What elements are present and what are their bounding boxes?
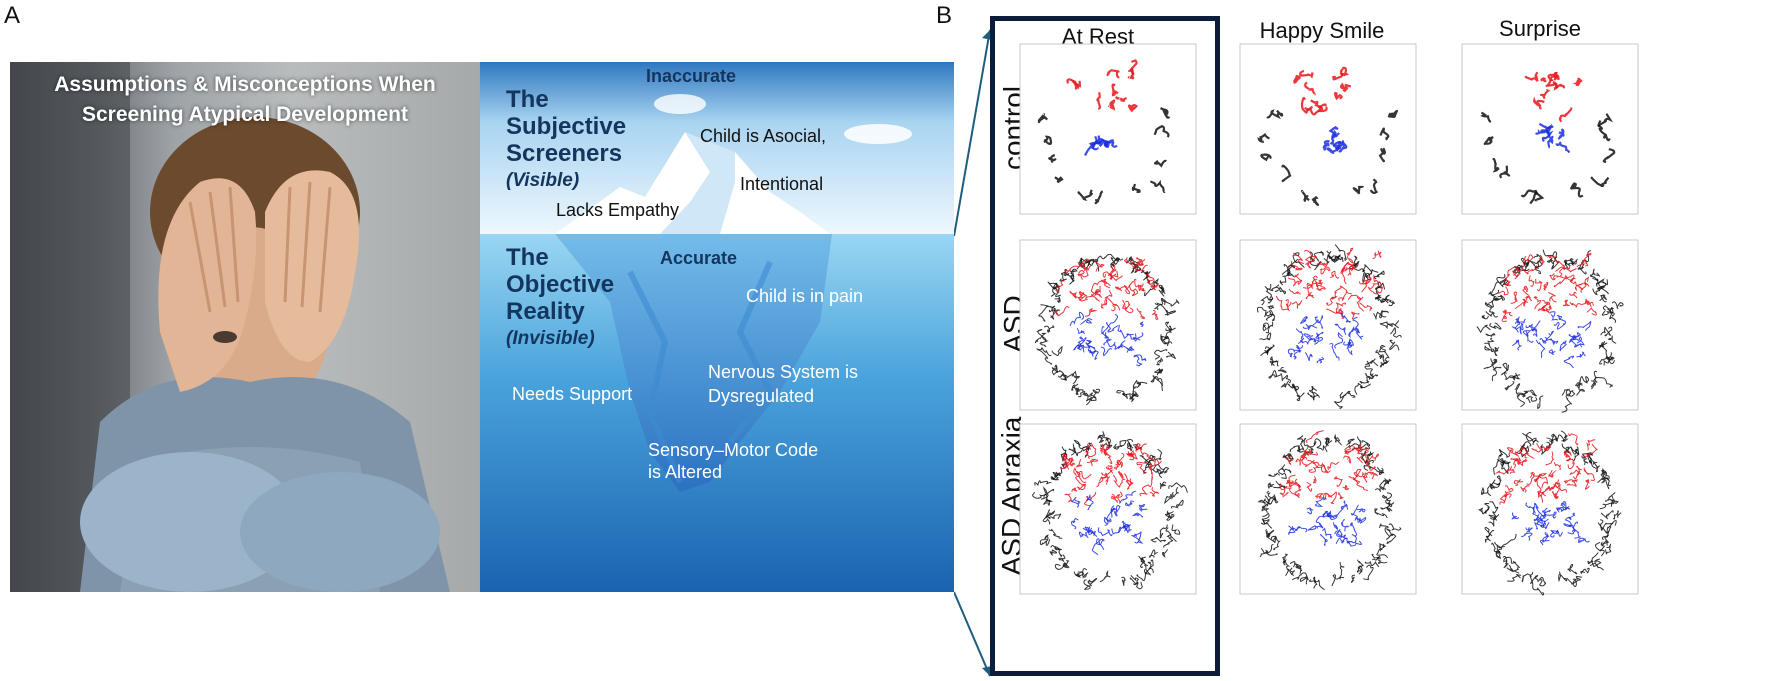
panel-a: Assumptions & Misconceptions When Screen… (10, 62, 954, 592)
panel-b: At Rest Happy Smile Surprise control ASD… (954, 0, 1772, 681)
top-word-intentional: Intentional (740, 174, 824, 194)
bottom-word-dysregulated: Dysregulated (708, 386, 815, 406)
title-line-2: Screening Atypical Development (82, 103, 408, 126)
subjective-heading-sub: (Visible) (506, 170, 580, 191)
trajectory-plot-1-1 (1006, 40, 1206, 222)
panel-label-b: B (936, 2, 953, 29)
trajectory-plot-2-3 (1448, 236, 1648, 418)
bottom-word-altered: is Altered (648, 462, 723, 482)
trajectory-plot-2-2 (1226, 236, 1426, 418)
top-word-empathy: Lacks Empathy (556, 200, 680, 220)
objective-heading-line-3: Reality (506, 298, 585, 325)
trajectory-plot-3-3 (1448, 420, 1648, 602)
objective-heading-line-2: Objective (506, 271, 615, 298)
subjective-heading-line-1: The (506, 86, 549, 113)
objective-heading: The Objective Reality (Invisible) (506, 244, 614, 352)
zoom-connector-lines (954, 29, 992, 677)
inaccurate-tag: Inaccurate (646, 66, 737, 86)
bottom-word-pain: Child is in pain (746, 286, 864, 306)
child-photo: Assumptions & Misconceptions When Screen… (10, 62, 480, 592)
at-rest-highlight-box (990, 16, 1220, 676)
subjective-heading: The Subjective Screeners (Visible) (506, 86, 626, 194)
child-covering-face-illustration (10, 62, 450, 592)
iceberg-illustration (480, 62, 954, 592)
iceberg-diagram: The Subjective Screeners (Visible) Inacc… (480, 62, 954, 592)
subjective-heading-line-2: Subjective (506, 113, 627, 140)
trajectory-plot-1-2 (1226, 40, 1426, 222)
objective-heading-sub: (Invisible) (506, 328, 595, 349)
trajectory-plot-3-2 (1226, 420, 1426, 602)
trajectory-plot-3-1 (1006, 420, 1206, 602)
panel-a-title: Assumptions & Misconceptions When Screen… (10, 62, 480, 130)
title-line-1: Assumptions & Misconceptions When (54, 73, 436, 96)
bottom-word-sensory: Sensory–Motor Code (648, 440, 819, 460)
subjective-heading-line-3: Screeners (506, 140, 623, 167)
top-word-asocial: Child is Asocial, (700, 126, 827, 146)
accurate-tag: Accurate (660, 248, 738, 268)
panel-label-a: A (4, 2, 21, 29)
trajectory-plot-1-3 (1448, 40, 1648, 222)
bottom-word-nervous: Nervous System is (708, 362, 859, 382)
trajectory-plot-2-1 (1006, 236, 1206, 418)
column-title-happy-smile: Happy Smile (1259, 18, 1385, 43)
bottom-word-support: Needs Support (512, 384, 633, 404)
objective-heading-line-1: The (506, 244, 549, 271)
column-title-surprise: Surprise (1499, 16, 1581, 41)
